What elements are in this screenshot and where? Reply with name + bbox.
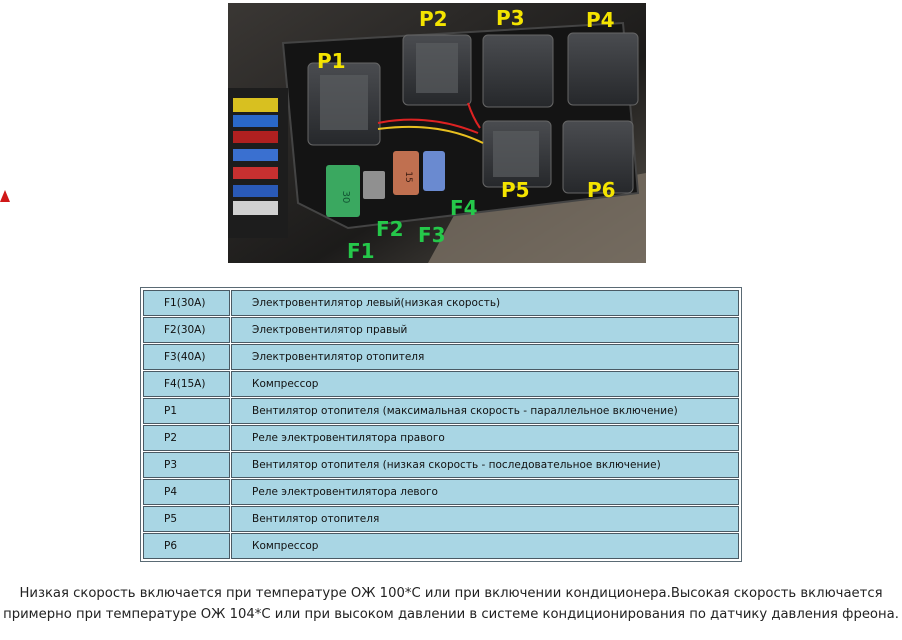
label-p4: P4 bbox=[586, 8, 615, 32]
row-description: Компрессор bbox=[231, 533, 739, 559]
fuse-box-illustration: 30 15 bbox=[228, 3, 646, 263]
table-body: F1(30A)Электровентилятор левый(низкая ск… bbox=[143, 290, 739, 559]
row-description: Вентилятор отопителя (максимальная скоро… bbox=[231, 398, 739, 424]
row-code: P1 bbox=[143, 398, 230, 424]
label-p1: P1 bbox=[317, 49, 346, 73]
row-code: P5 bbox=[143, 506, 230, 532]
row-description: Компрессор bbox=[231, 371, 739, 397]
fuse-f1-rating: 30 bbox=[340, 191, 351, 204]
row-code: F3(40A) bbox=[143, 344, 230, 370]
row-description: Электровентилятор правый bbox=[231, 317, 739, 343]
table-row: F1(30A)Электровентилятор левый(низкая ск… bbox=[143, 290, 739, 316]
label-f1: F1 bbox=[347, 239, 375, 263]
row-description: Реле электровентилятора правого bbox=[231, 425, 739, 451]
row-code: F1(30A) bbox=[143, 290, 230, 316]
row-description: Электровентилятор левый(низкая скорость) bbox=[231, 290, 739, 316]
label-f2: F2 bbox=[376, 217, 404, 241]
table-row: F2(30A)Электровентилятор правый bbox=[143, 317, 739, 343]
row-code: F2(30A) bbox=[143, 317, 230, 343]
fuse-box-photo: 30 15 P1 P2 P3 P4 P5 P6 F1 F2 F3 F4 bbox=[228, 3, 646, 263]
row-description: Вентилятор отопителя bbox=[231, 506, 739, 532]
speed-note-line2: примерно при температуре ОЖ 104*С или пр… bbox=[3, 607, 899, 622]
row-code: P2 bbox=[143, 425, 230, 451]
fuse-relay-table: F1(30A)Электровентилятор левый(низкая ск… bbox=[140, 287, 742, 562]
row-description: Реле электровентилятора левого bbox=[231, 479, 739, 505]
label-f4: F4 bbox=[450, 196, 478, 220]
red-arrow-marker bbox=[0, 190, 10, 202]
speed-note-line1: Низкая скорость включается при температу… bbox=[19, 586, 883, 601]
row-code: F4(15A) bbox=[143, 371, 230, 397]
row-code: P3 bbox=[143, 452, 230, 478]
table-row: F4(15A)Компрессор bbox=[143, 371, 739, 397]
table-row: F3(40A)Электровентилятор отопителя bbox=[143, 344, 739, 370]
row-description: Электровентилятор отопителя bbox=[231, 344, 739, 370]
fuse-f2-rating: 15 bbox=[403, 171, 413, 182]
label-p3: P3 bbox=[496, 6, 525, 30]
label-f3: F3 bbox=[418, 223, 446, 247]
label-p2: P2 bbox=[419, 7, 448, 31]
row-description: Вентилятор отопителя (низкая скорость - … bbox=[231, 452, 739, 478]
row-code: P6 bbox=[143, 533, 230, 559]
row-code: P4 bbox=[143, 479, 230, 505]
speed-note: Низкая скорость включается при температу… bbox=[0, 583, 902, 625]
label-p6: P6 bbox=[587, 178, 616, 202]
label-p5: P5 bbox=[501, 178, 530, 202]
